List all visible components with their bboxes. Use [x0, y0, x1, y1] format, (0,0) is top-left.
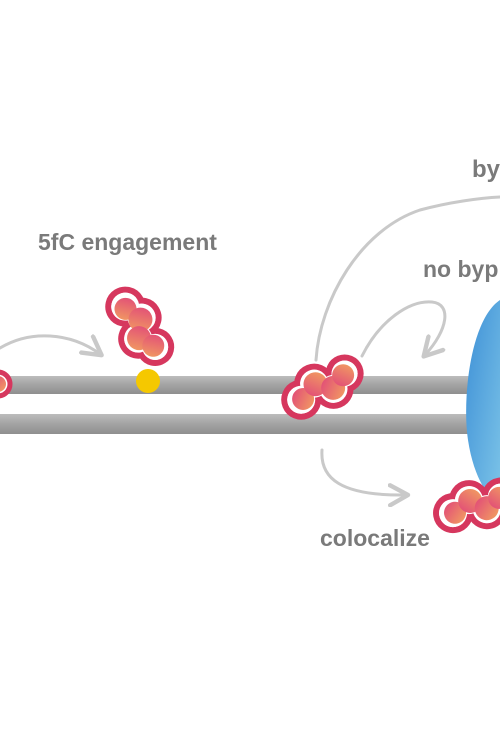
protein-blob-icon-left	[0, 369, 13, 399]
bypass-label: by	[472, 156, 500, 183]
arrow-colocalize	[320, 448, 406, 495]
dna-strand-bottom	[0, 414, 500, 434]
arrow-to-engagement	[0, 336, 100, 354]
polymerase-oval-icon	[466, 300, 500, 505]
arrow-bypass	[314, 195, 500, 362]
arrow-no-bypass	[360, 300, 447, 356]
engagement-label: 5fC engagement	[38, 229, 217, 255]
dna-strand-top	[0, 376, 500, 394]
colocalize-label: colocalize	[320, 525, 430, 551]
protein-blob-icon-middle	[281, 354, 364, 420]
5fC-base-dot-icon	[136, 369, 160, 393]
protein-blob-icon-colocalized	[433, 477, 500, 534]
no-bypass-label: no byp	[423, 256, 499, 282]
protein-blob-icon-engaged	[105, 286, 175, 366]
